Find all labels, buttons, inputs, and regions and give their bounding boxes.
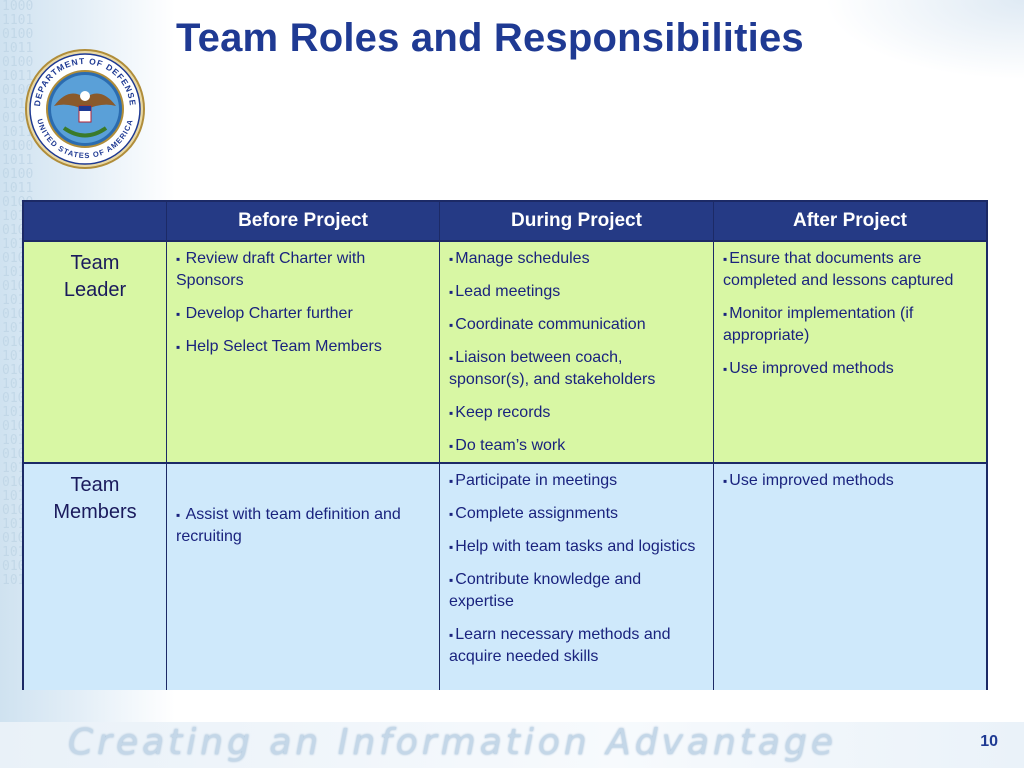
list-item: Assist with team definition and recruiti…: [176, 504, 431, 548]
table-row-team-leader: Team Leader Review draft Charter with Sp…: [24, 240, 986, 462]
leader-before-cell: Review draft Charter with Sponsors Devel…: [167, 242, 440, 462]
footer-band: [0, 722, 1024, 768]
role-label-line: Members: [53, 501, 137, 523]
members-before-list: Assist with team definition and recruiti…: [167, 464, 439, 548]
list-item: Help Select Team Members: [176, 336, 431, 358]
list-item: Manage schedules: [449, 248, 705, 270]
role-label-line: Leader: [63, 279, 127, 301]
list-item: Do team’s work: [449, 435, 705, 457]
list-item: Ensure that documents are completed and …: [723, 248, 978, 292]
top-right-decoration: [824, 0, 1024, 80]
role-cell-team-members: Team Members: [24, 464, 167, 690]
list-item: Learn necessary methods and acquire need…: [449, 624, 705, 668]
table-row-team-members: Team Members Assist with team definition…: [24, 462, 986, 690]
roles-table: Before Project During Project After Proj…: [22, 200, 988, 690]
header-cell-before: Before Project: [167, 202, 440, 240]
role-cell-team-leader: Team Leader: [24, 242, 167, 462]
list-item: Monitor implementation (if appropriate): [723, 303, 978, 347]
table-header-row: Before Project During Project After Proj…: [24, 202, 986, 240]
leader-during-list: Manage schedules Lead meetings Coordinat…: [440, 242, 713, 457]
members-before-cell: Assist with team definition and recruiti…: [167, 464, 440, 690]
header-cell-after: After Project: [792, 210, 908, 231]
list-item: Review draft Charter with Sponsors: [176, 248, 431, 292]
members-after-cell: Use improved methods: [714, 464, 986, 690]
role-label-line: Team: [70, 252, 120, 274]
list-item: Liaison between coach, sponsor(s), and s…: [449, 347, 705, 391]
footer-tagline: Creating an Information Advantage: [68, 722, 837, 763]
list-item: Develop Charter further: [176, 303, 431, 325]
page-title: Team Roles and Responsibilities: [176, 16, 804, 60]
list-item: Help with team tasks and logistics: [449, 536, 705, 558]
leader-after-cell: Ensure that documents are completed and …: [714, 242, 986, 462]
members-during-list: Participate in meetings Complete assignm…: [440, 464, 713, 668]
leader-after-list: Ensure that documents are completed and …: [714, 242, 986, 380]
header-cell-during: During Project: [440, 202, 714, 240]
page-number: 10: [980, 733, 998, 750]
members-after-list: Use improved methods: [714, 464, 986, 492]
list-item: Coordinate communication: [449, 314, 705, 336]
header-cell-empty: [24, 202, 167, 240]
list-item: Participate in meetings: [449, 470, 705, 492]
dod-seal-icon: DEPARTMENT OF DEFENSE UNITED STATES OF A…: [24, 48, 146, 170]
role-label-line: Team: [70, 474, 120, 496]
list-item: Use improved methods: [723, 358, 978, 380]
leader-during-cell: Manage schedules Lead meetings Coordinat…: [440, 242, 714, 462]
members-during-cell: Participate in meetings Complete assignm…: [440, 464, 714, 690]
leader-before-list: Review draft Charter with Sponsors Devel…: [167, 242, 439, 358]
list-item: Complete assignments: [449, 503, 705, 525]
list-item: Use improved methods: [723, 470, 978, 492]
list-item: Lead meetings: [449, 281, 705, 303]
list-item: Keep records: [449, 402, 705, 424]
list-item: Contribute knowledge and expertise: [449, 569, 705, 613]
